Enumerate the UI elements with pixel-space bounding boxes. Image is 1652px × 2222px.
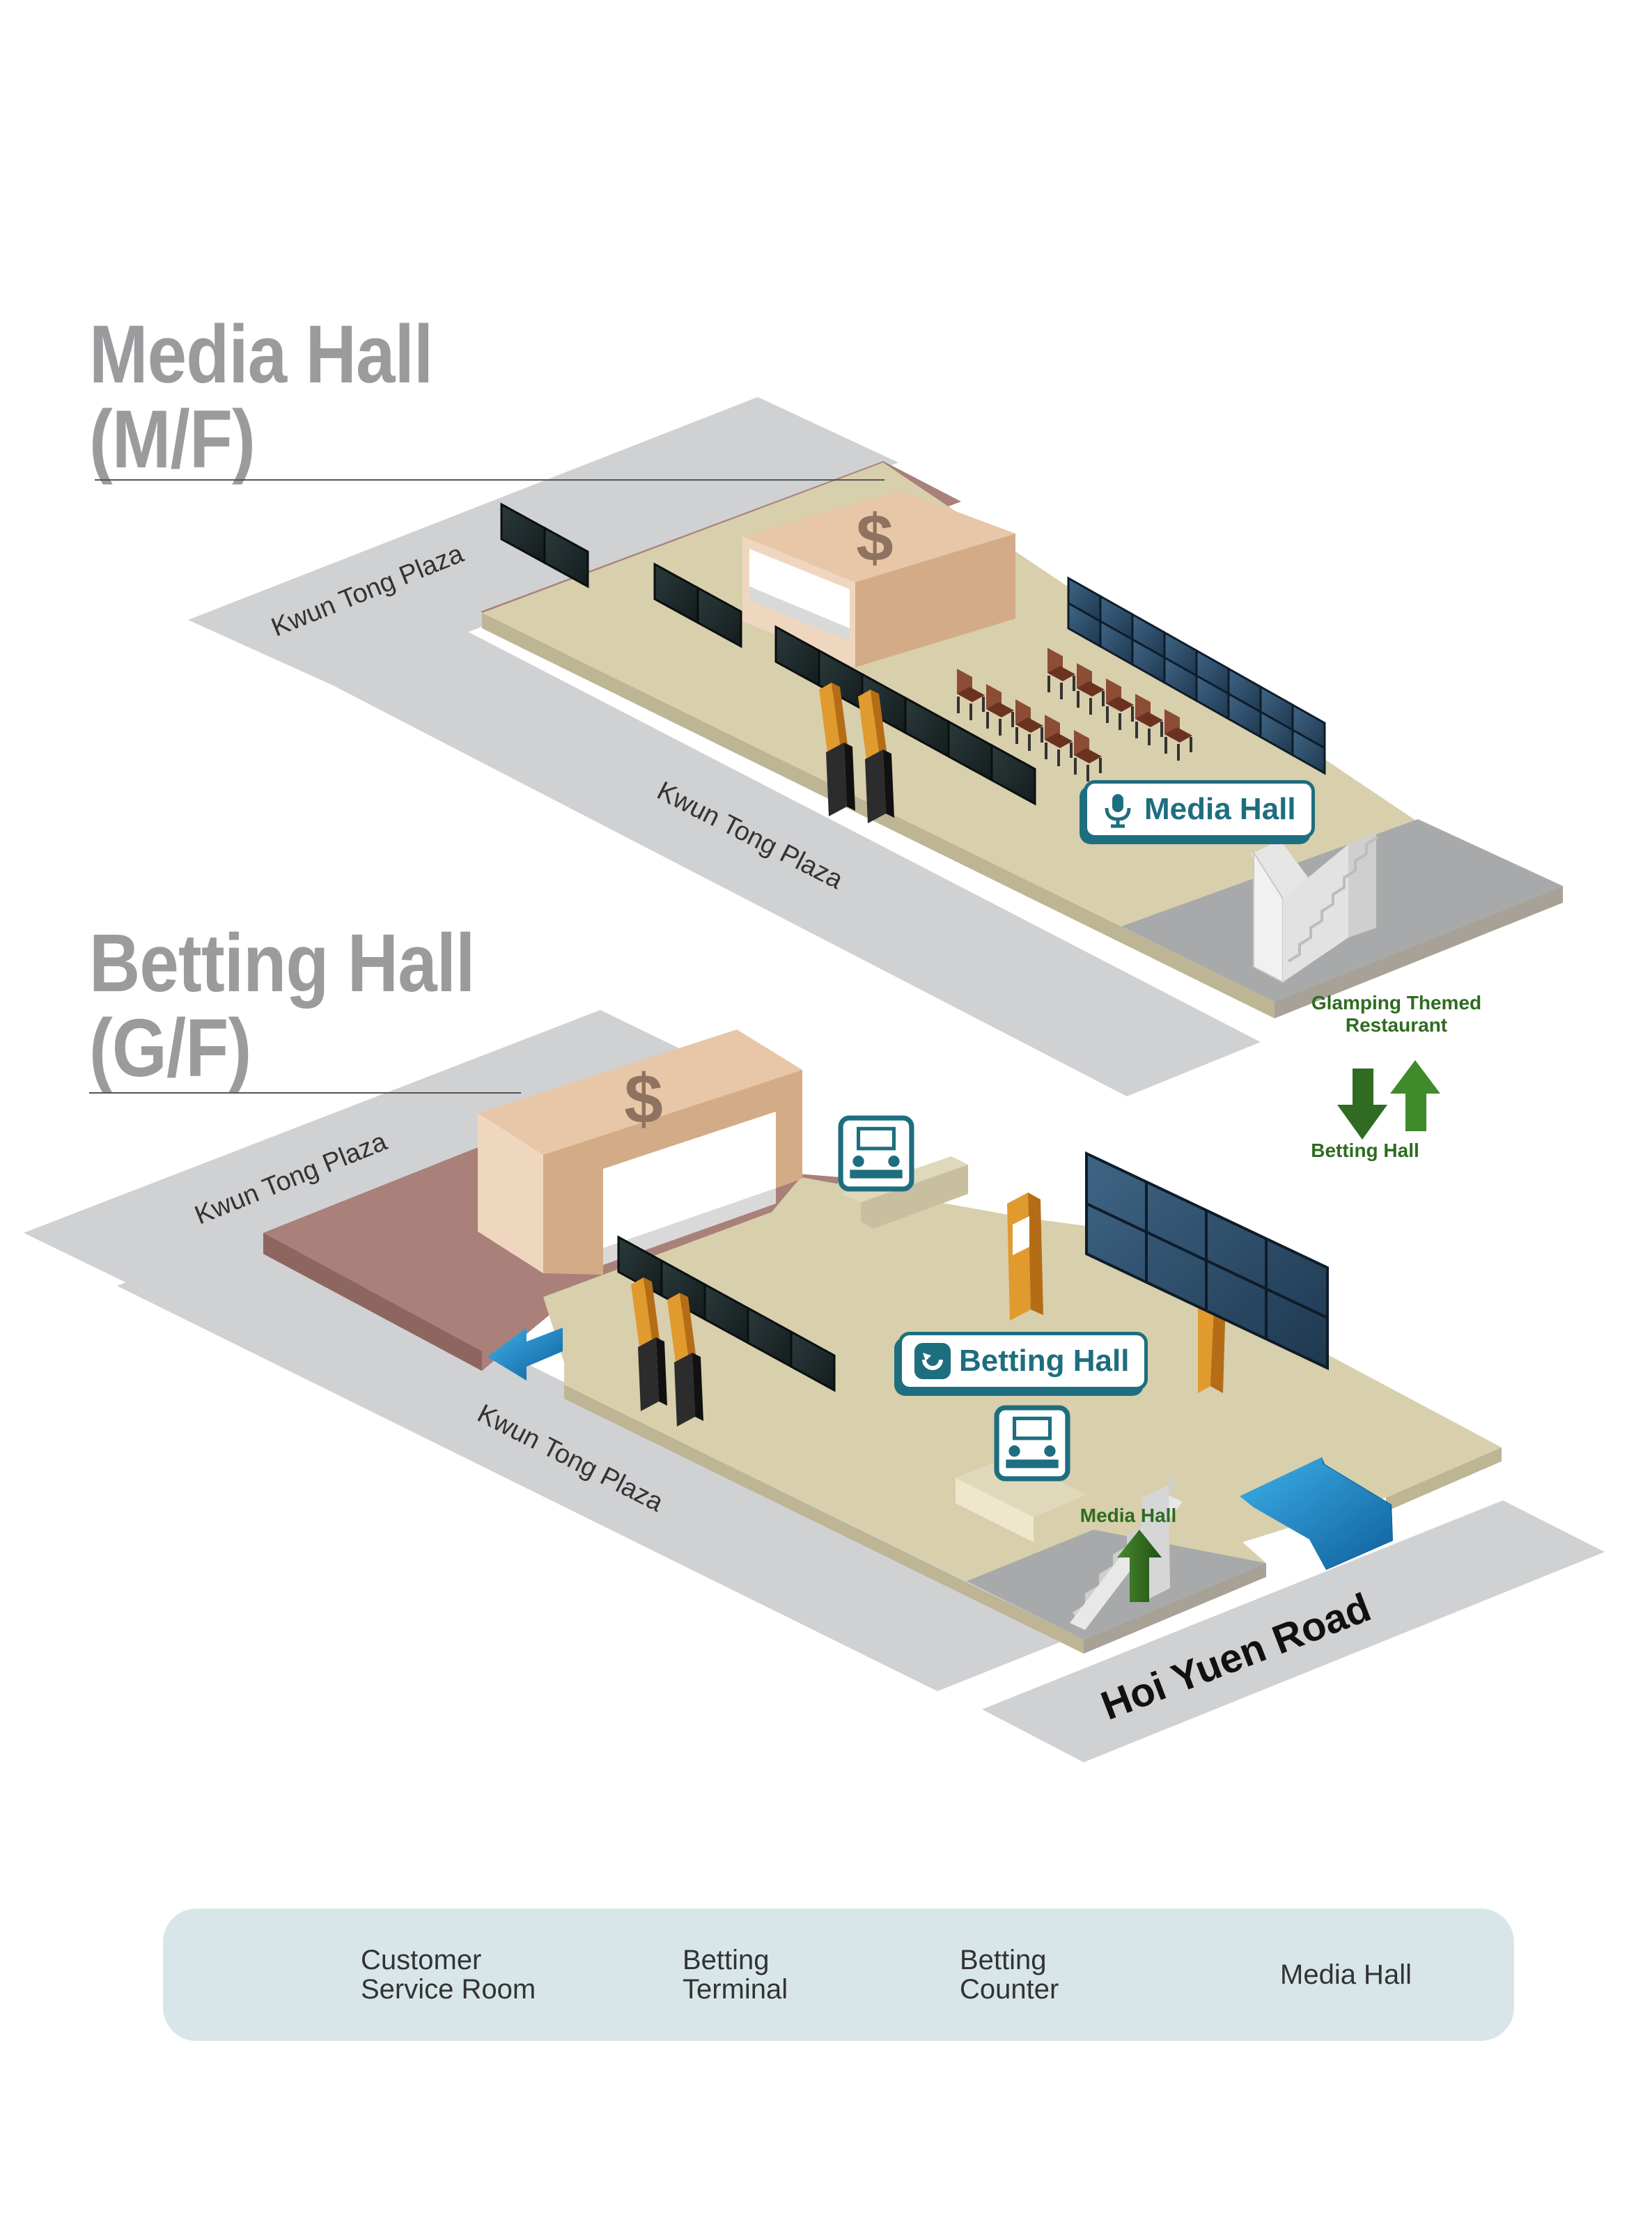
media-hall-title-rule (95, 479, 885, 481)
customer-service-room-icon-map-lower (994, 1405, 1070, 1482)
media-hall-title: Media Hall (M/F) (89, 309, 433, 485)
media-hall-badge[interactable]: Media Hall (1084, 780, 1315, 839)
legend-item-customer-service-room: Customer Service Room (361, 1945, 536, 2005)
betting-hall-title: Betting Hall (G/F) (89, 917, 475, 1094)
betting-hall-stair-label: Betting Hall (1311, 1140, 1419, 1161)
media-hall-stair-label: Media Hall (1080, 1505, 1177, 1526)
betting-counter-mf: $ (742, 490, 1015, 667)
betting-hall-badge[interactable]: Betting Hall (898, 1332, 1148, 1390)
customer-service-room-icon-map-upper (838, 1115, 914, 1192)
exit-arrow-left (488, 1328, 563, 1381)
refresh-icon (914, 1343, 951, 1379)
microphone-icon (1105, 794, 1131, 828)
customer-service-desk-lower (956, 1456, 1086, 1542)
entrance-arrow (1240, 1457, 1393, 1570)
glamping-restaurant-label: Glamping Themed Restaurant (1311, 992, 1482, 1036)
betting-hall-title-rule (89, 1092, 521, 1094)
betting-kiosk-gf (1007, 1192, 1043, 1321)
map-legend: Customer Service Room Betting Terminal B… (163, 1909, 1514, 2041)
dollar-sign-icon: $ (856, 501, 893, 575)
legend-item-betting-terminal: Betting Terminal (683, 1945, 788, 2005)
media-hall-floor-plan: $ (188, 397, 1563, 1096)
floor-link-arrows (1337, 1060, 1440, 1140)
legend-item-media-hall: Media Hall (1280, 1959, 1412, 1990)
video-wall-gf (1085, 1151, 1329, 1371)
street-kwun-tong-plaza-upper-gf (24, 1010, 738, 1300)
dollar-sign-icon-gf: $ (624, 1060, 663, 1138)
legend-item-betting-counter: Betting Counter (960, 1945, 1059, 2005)
street-hoi-yuen-road (982, 1500, 1605, 1762)
media-hall-badge-label: Media Hall (1144, 792, 1296, 826)
street-kwun-tong-plaza-lower-gf (117, 1230, 1077, 1691)
stair-up-arrow-gf (1117, 1530, 1162, 1602)
staircase-mf (1251, 832, 1379, 984)
betting-hall-floor-plan: $ (24, 1010, 1605, 1762)
betting-counter-gf: $ (478, 1030, 802, 1275)
street-kwun-tong-plaza-lower (333, 631, 1261, 1096)
betting-hall-badge-label: Betting Hall (959, 1344, 1130, 1378)
